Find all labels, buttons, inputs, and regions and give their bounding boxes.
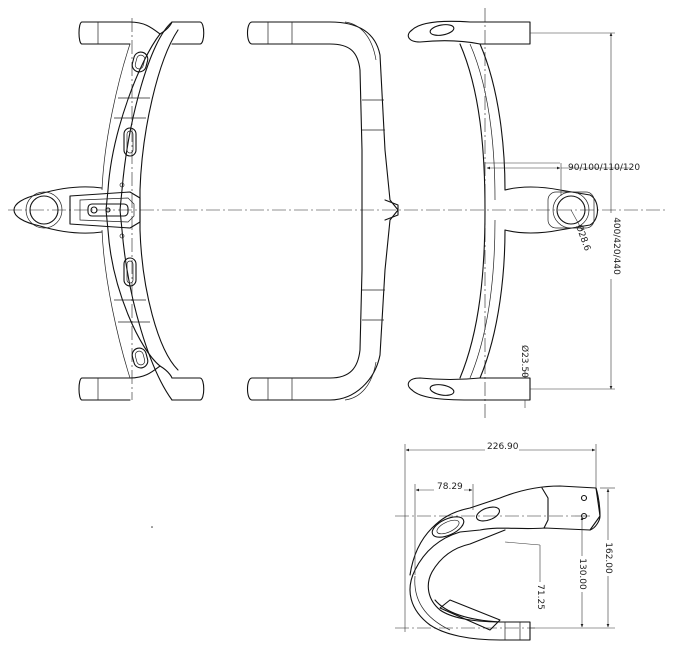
front-view: [246, 21, 399, 401]
top-dimensions: 400/420/440 90/100/110/120 Ø28.6 Ø23.50: [485, 32, 640, 408]
height-162-label: 162.00: [603, 542, 613, 574]
drop-diameter-label: Ø23.50: [519, 345, 530, 378]
side-view: [407, 8, 599, 420]
profile-dimensions: 226.90 78.29 162.00 130.00 71.25: [404, 440, 616, 632]
reach-label: 78.29: [437, 482, 463, 492]
bar-width-label: 400/420/440: [611, 217, 621, 275]
drop-radius-label: 71.25: [535, 584, 545, 610]
clamp-diameter-label: Ø28.6: [573, 223, 593, 253]
height-130-label: 130.00: [577, 558, 587, 590]
top-view: [8, 18, 665, 401]
stem-length-label: 90/100/110/120: [568, 163, 640, 173]
side-profile-view: [395, 485, 601, 641]
total-length-label: 226.90: [487, 442, 519, 452]
